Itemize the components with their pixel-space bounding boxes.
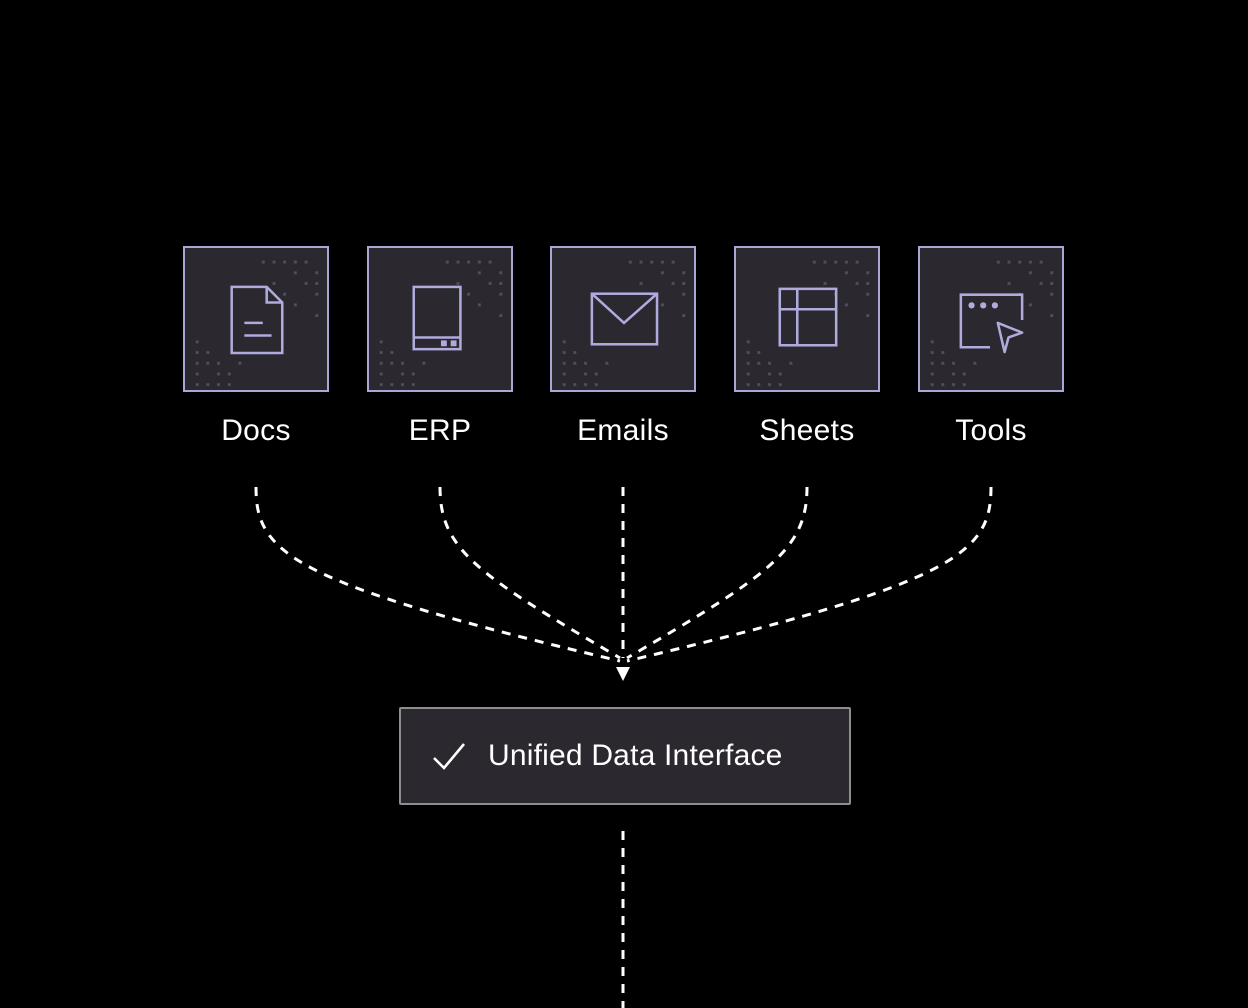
- source-label-docs: Docs: [221, 414, 291, 447]
- source-tools: Tools: [918, 246, 1064, 447]
- source-label-erp: ERP: [408, 414, 472, 447]
- sheets-tile: [734, 246, 880, 392]
- source-docs: Docs: [183, 246, 329, 447]
- document-icon: [230, 285, 284, 355]
- server-icon: [412, 285, 462, 351]
- source-label-tools: Tools: [955, 414, 1027, 447]
- hub-label: Unified Data Interface: [488, 739, 783, 772]
- source-label-emails: Emails: [577, 414, 669, 447]
- source-emails: Emails: [550, 246, 696, 447]
- erp-tile: [367, 246, 513, 392]
- envelope-icon: [590, 292, 659, 346]
- source-sheets: Sheets: [734, 246, 880, 447]
- source-erp: ERP: [367, 246, 513, 447]
- checkmark-icon: [433, 743, 465, 770]
- arrowhead-icon: [616, 667, 630, 681]
- unified-data-interface-box: Unified Data Interface: [399, 707, 851, 805]
- dot-pattern: [930, 260, 1054, 387]
- window-cursor-icon: [959, 293, 1024, 354]
- connector-tools: [626, 486, 993, 663]
- docs-tile: [183, 246, 329, 392]
- dot-pattern: [379, 260, 503, 387]
- connector-erp: [438, 486, 621, 660]
- table-icon: [778, 287, 838, 347]
- source-label-sheets: Sheets: [759, 414, 855, 447]
- connector-docs: [254, 486, 621, 663]
- tools-tile: [918, 246, 1064, 392]
- emails-tile: [550, 246, 696, 392]
- dot-pattern: [746, 260, 870, 387]
- connector-sheets: [626, 486, 809, 660]
